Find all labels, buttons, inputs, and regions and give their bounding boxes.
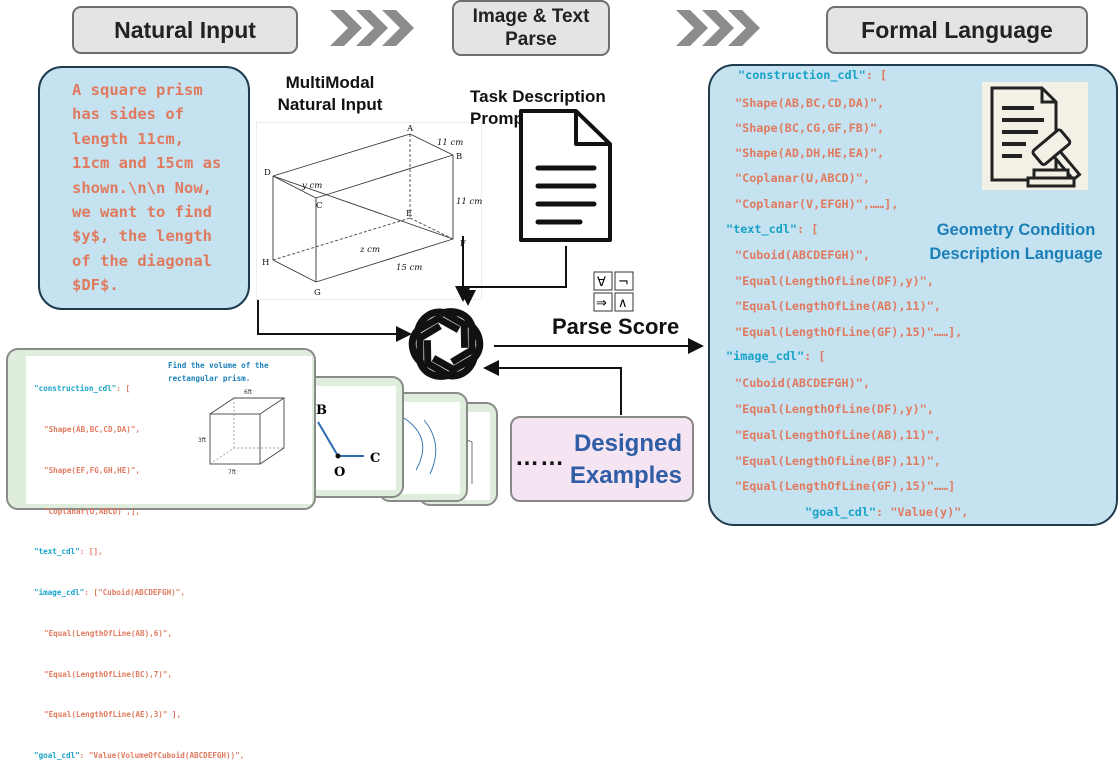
- vertex-label-g: G: [314, 288, 321, 298]
- parse-score-label: Parse Score: [552, 314, 680, 339]
- task-label-line: Prompt: [470, 109, 530, 128]
- image-cdl-line: "Equal(LengthOfLine(DF),y)",: [735, 402, 934, 416]
- cube-dim-label: 6ft: [244, 389, 253, 396]
- example-figure: [403, 417, 437, 475]
- chevron-arrows-icon: [676, 10, 760, 46]
- goal-cdl-key: "goal_cdl": "Value(y)",: [805, 505, 969, 519]
- stage-formal-label: Formal Language: [861, 16, 1053, 43]
- task-label-line: Task Description: [470, 87, 606, 106]
- vertex-label-b: B: [456, 152, 462, 162]
- chevron-arrows-icon: [330, 10, 414, 46]
- prism-diagram: A B C D E F G H 11 cm 11 cm 15 cm y cm z…: [256, 122, 482, 300]
- construction-cdl-line: "Shape(AB,BC,CD,DA)",: [735, 96, 885, 110]
- natural-text-line: 11cm and 15cm as: [72, 154, 222, 173]
- cube-dim-label: 3ft: [198, 437, 207, 444]
- and-symbol: ∧: [618, 296, 628, 311]
- dim-right-label: 11 cm: [456, 197, 482, 207]
- vertex-label-d: D: [264, 168, 271, 178]
- multimodal-label-line: Natural Input: [277, 95, 383, 114]
- natural-text-line: $DF$.: [72, 276, 119, 295]
- natural-text-line: A square prism: [72, 81, 203, 99]
- text-cdl-line: "Equal(LengthOfLine(AB),11)",: [735, 299, 941, 313]
- image-cdl-key: "image_cdl": [: [726, 349, 826, 363]
- natural-text-line: has sides of: [72, 105, 184, 124]
- example-question-line: Find the volume of the: [168, 361, 269, 370]
- ellipsis-dots: ……: [515, 444, 565, 471]
- example-label-c: C: [370, 451, 380, 466]
- example-label-b: B: [316, 403, 327, 418]
- stage-natural-input: Natural Input: [72, 6, 298, 54]
- gcdl-label-line: Geometry Condition: [936, 221, 1096, 239]
- designed-line: Examples: [569, 462, 682, 489]
- vertex-label-a: A: [406, 124, 414, 134]
- example-question-line: rectangular prism.: [168, 374, 251, 383]
- dim-z-label: z cm: [359, 245, 380, 255]
- natural-text-line: of the diagonal: [72, 251, 212, 270]
- dim-bottom-label: 15 cm: [396, 263, 422, 273]
- implies-symbol: ⇒: [596, 296, 607, 311]
- task-description-label: Task Description Prompt: [470, 86, 606, 130]
- construction-cdl-line: "Coplanar(U,ABCD)",: [735, 171, 870, 185]
- image-cdl-line: "Equal(LengthOfLine(GF),15)"……]: [735, 479, 956, 493]
- cube-dim-label: 7ft: [228, 469, 237, 476]
- dim-y-label: y cm: [301, 181, 322, 191]
- designed-examples-label: Designed Examples: [570, 428, 682, 492]
- example-card-front: [6, 348, 316, 510]
- natural-text-line: $y$, the length: [72, 227, 212, 246]
- document-icon: [519, 109, 612, 242]
- flow-arrows: [257, 236, 704, 415]
- construction-cdl-line: "Shape(AD,DH,HE,EA)",: [735, 146, 885, 160]
- example-figure: B O C: [316, 403, 380, 480]
- not-symbol: ¬: [618, 275, 629, 290]
- text-cdl-line: "Cuboid(ABCDEFGH)",: [735, 248, 870, 262]
- vertex-label-e: E: [406, 209, 412, 219]
- image-cdl-line: "Equal(LengthOfLine(AB),11)",: [735, 428, 941, 442]
- example-cube-figure: 6ft 3ft 7ft: [198, 389, 285, 476]
- gcdl-label-line: Description Language: [929, 245, 1103, 263]
- designed-examples-box: Designed Examples: [510, 416, 694, 502]
- natural-text-line: length 11cm,: [72, 129, 184, 148]
- dim-top-label: 11 cm: [437, 138, 463, 148]
- example-card: B O C: [304, 376, 404, 498]
- stage-parse-line1: Image & Text: [472, 6, 590, 27]
- stage-formal-language: Formal Language: [826, 6, 1088, 54]
- image-cdl-line: "Cuboid(ABCDEFGH)",: [735, 376, 870, 390]
- construction-cdl-line: "Coplanar(V,EFGH)",……],: [735, 197, 899, 211]
- construction-cdl-line: "Shape(BC,CG,GF,FB)",: [735, 121, 885, 135]
- natural-text-line: shown.\n\n Now,: [72, 178, 212, 197]
- text-cdl-line: "Equal(LengthOfLine(DF),y)",: [735, 274, 934, 288]
- stage-natural-label: Natural Input: [114, 16, 256, 43]
- vertex-label-c: C: [316, 201, 323, 211]
- example-question: Find the volume of the rectangular prism…: [168, 359, 269, 385]
- text-cdl-line: "Equal(LengthOfLine(GF),15)"……],: [735, 325, 963, 339]
- example-label-o: O: [334, 465, 345, 480]
- logic-symbols-icon: ∀ ¬ ⇒ ∧: [593, 271, 634, 312]
- vertex-label-h: H: [262, 258, 269, 268]
- natural-text-input: A square prism has sides of length 11cm,…: [38, 66, 250, 310]
- multimodal-input-label: MultiModal Natural Input: [262, 72, 398, 116]
- image-cdl-line: "Equal(LengthOfLine(BF),11)",: [735, 454, 941, 468]
- construction-cdl-key: "construction_cdl": [: [738, 68, 888, 82]
- llm-logo-icon: [408, 308, 484, 380]
- gcdl-label: Geometry Condition Description Language: [918, 218, 1114, 266]
- natural-text-line: we want to find: [72, 203, 212, 222]
- stage-parse-line2: Parse: [505, 29, 557, 50]
- legal-document-icon: [982, 82, 1088, 190]
- multimodal-label-line: MultiModal: [285, 73, 375, 92]
- text-cdl-key: "text_cdl": [: [726, 222, 819, 236]
- forall-symbol: ∀: [597, 275, 606, 290]
- designed-line: Designed: [573, 430, 682, 457]
